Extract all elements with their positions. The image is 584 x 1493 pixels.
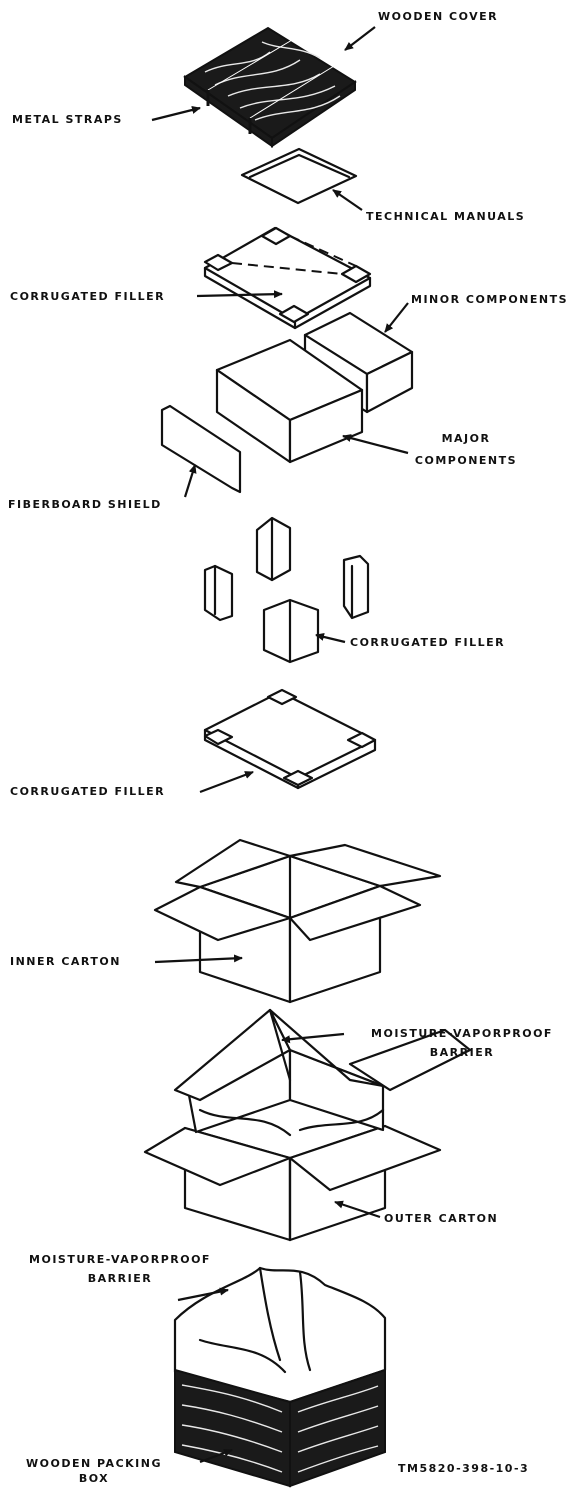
label-moisture-barrier-2-line2: BARRIER bbox=[4, 1272, 236, 1285]
label-corrugated-filler-top: CORRUGATED FILLER bbox=[10, 290, 165, 303]
corrugated-filler-bottom bbox=[205, 690, 375, 788]
label-technical-manuals: TECHNICAL MANUALS bbox=[366, 210, 525, 223]
label-wooden-packing-box-line2: BOX bbox=[4, 1472, 184, 1485]
wooden-cover bbox=[185, 28, 355, 146]
label-corrugated-filler-mid: CORRUGATED FILLER bbox=[350, 636, 505, 649]
inner-carton bbox=[155, 840, 440, 1002]
label-fiberboard-shield: FIBERBOARD SHIELD bbox=[8, 498, 162, 511]
label-moisture-barrier-2-line1: MOISTURE-VAPORPROOF bbox=[4, 1253, 236, 1266]
label-major-components-line2: COMPONENTS bbox=[406, 454, 526, 467]
label-corrugated-filler-bottom: CORRUGATED FILLER bbox=[10, 785, 165, 798]
label-major-components-line1: MAJOR bbox=[406, 432, 526, 445]
corrugated-filler-corners bbox=[205, 518, 368, 662]
corrugated-filler-top bbox=[205, 228, 370, 328]
outer-carton bbox=[145, 1010, 470, 1240]
figure-id: TM5820-398-10-3 bbox=[398, 1462, 529, 1475]
label-metal-straps: METAL STRAPS bbox=[12, 113, 123, 126]
label-wooden-cover: WOODEN COVER bbox=[378, 10, 498, 23]
wooden-packing-box bbox=[175, 1268, 385, 1486]
label-inner-carton: INNER CARTON bbox=[10, 955, 121, 968]
label-moisture-barrier-1-line1: MOISTURE-VAPORPROOF bbox=[346, 1027, 578, 1040]
label-minor-components: MINOR COMPONENTS bbox=[411, 293, 568, 306]
label-wooden-packing-box-line1: WOODEN PACKING bbox=[4, 1457, 184, 1470]
label-outer-carton: OUTER CARTON bbox=[384, 1212, 498, 1225]
label-moisture-barrier-1-line2: BARRIER bbox=[346, 1046, 578, 1059]
